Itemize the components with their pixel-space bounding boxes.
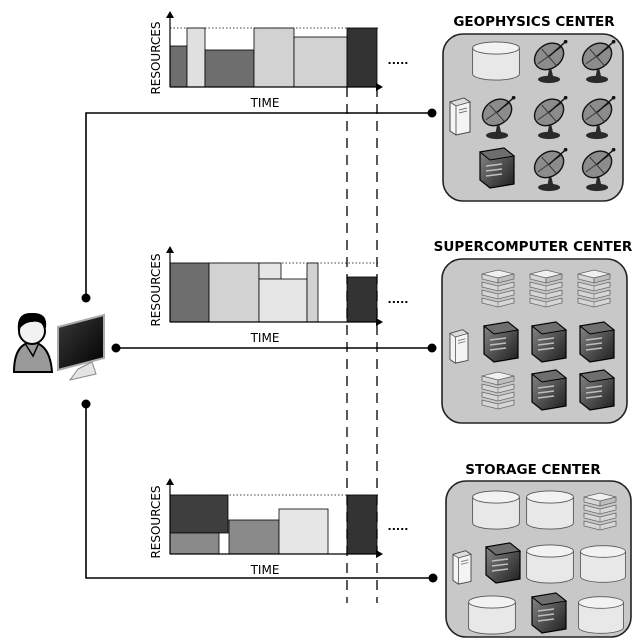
job-bar: [253, 27, 295, 88]
ellipsis-label: .....: [388, 520, 409, 533]
storage-cylinder-icon: [468, 595, 516, 635]
job-bar: [293, 36, 348, 88]
server-icon: [579, 369, 615, 411]
y-axis-arrow-icon: [166, 246, 174, 253]
server-icon: [531, 321, 567, 363]
job-bar: [169, 262, 210, 323]
job-bar: [169, 494, 229, 534]
server-icon: [483, 321, 519, 363]
x-axis-label: TIME: [250, 96, 280, 110]
x-axis-arrow-icon: [376, 83, 383, 91]
job-bar: [346, 494, 378, 555]
x-axis-arrow-icon: [376, 550, 383, 558]
center-title-storage: STORAGE CENTER: [465, 462, 601, 478]
job-bar: [208, 262, 260, 323]
storage-cylinder-icon: [526, 544, 574, 584]
x-axis-arrow-icon: [376, 318, 383, 326]
storage-cylinder-icon: [472, 41, 520, 81]
server-icon: [479, 147, 515, 189]
server-icon: [579, 321, 615, 363]
job-bar: [278, 508, 329, 555]
job-bar: [258, 262, 282, 280]
tower-pc-icon: [452, 550, 472, 585]
y-axis-label: RESOURCES: [149, 21, 163, 94]
gantt-storage: RESOURCES TIME .....: [149, 478, 408, 577]
storage-cylinder-icon: [580, 545, 626, 583]
user-icon: [12, 312, 54, 373]
gantt-supercomputer: RESOURCES TIME .....: [149, 246, 408, 345]
monitor-icon: [57, 313, 105, 381]
job-bar: [228, 519, 280, 555]
storage-cylinder-icon: [578, 596, 624, 634]
connector-geophysics: [81, 108, 437, 303]
job-bar: [258, 278, 308, 323]
server-icon: [531, 369, 567, 411]
connector-supercomputer: [111, 343, 437, 353]
y-axis-arrow-icon: [166, 478, 174, 485]
job-bar: [169, 45, 188, 88]
connector-storage: [81, 399, 438, 583]
center-title-geophysics: GEOPHYSICS CENTER: [453, 14, 615, 30]
ellipsis-label: .....: [388, 293, 409, 306]
job-bar: [186, 27, 206, 88]
y-axis-arrow-icon: [166, 11, 174, 18]
server-icon: [485, 542, 521, 584]
ellipsis-label: .....: [388, 54, 409, 67]
job-bar: [306, 262, 319, 323]
center-title-supercomputer: SUPERCOMPUTER CENTER: [434, 239, 633, 255]
job-bar: [169, 532, 220, 555]
storage-cylinder-icon: [526, 490, 574, 530]
job-bar: [346, 276, 378, 323]
tower-pc-icon: [449, 329, 469, 364]
job-bar: [346, 27, 378, 88]
storage-cylinder-icon: [472, 490, 520, 530]
gantt-geophysics: RESOURCES TIME .....: [149, 11, 408, 110]
job-bar: [204, 49, 255, 88]
y-axis-label: RESOURCES: [149, 253, 163, 326]
tower-pc-icon: [449, 97, 471, 136]
x-axis-label: TIME: [250, 331, 280, 345]
y-axis-label: RESOURCES: [149, 485, 163, 558]
x-axis-label: TIME: [250, 563, 280, 577]
server-icon: [531, 592, 567, 634]
